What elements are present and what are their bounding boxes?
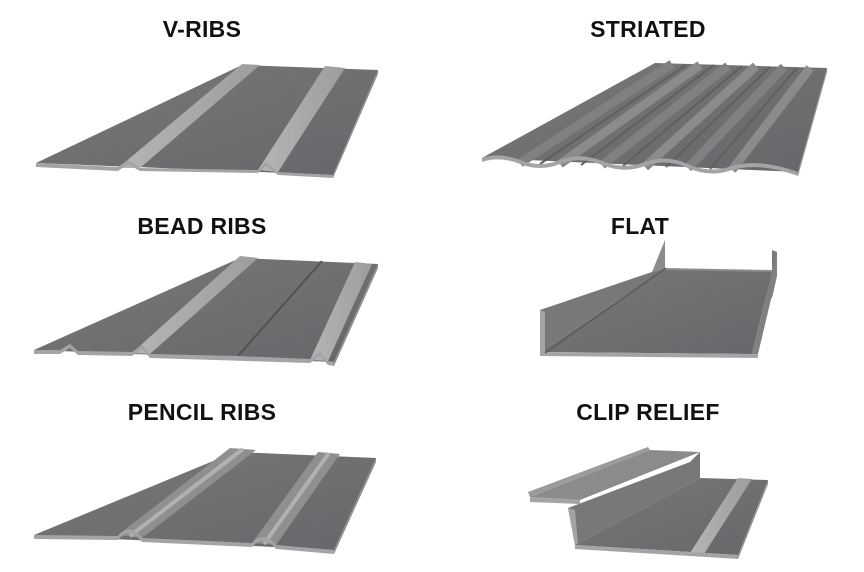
flat-panel	[540, 240, 777, 358]
v-ribs-panel	[36, 64, 378, 178]
pencil-ribs-panel	[34, 447, 376, 554]
striated-panel	[482, 60, 827, 176]
bead-ribs-panel	[34, 256, 378, 366]
label-bead-ribs: BEAD RIBS	[137, 213, 267, 239]
label-flat: FLAT	[610, 213, 670, 239]
clip-relief-panel	[528, 447, 768, 559]
label-pencil-ribs: PENCIL RIBS	[127, 399, 277, 425]
label-v-ribs: V-RIBS	[162, 16, 242, 42]
label-clip-relief: CLIP RELIEF	[576, 399, 720, 425]
label-striated: STRIATED	[590, 16, 706, 42]
